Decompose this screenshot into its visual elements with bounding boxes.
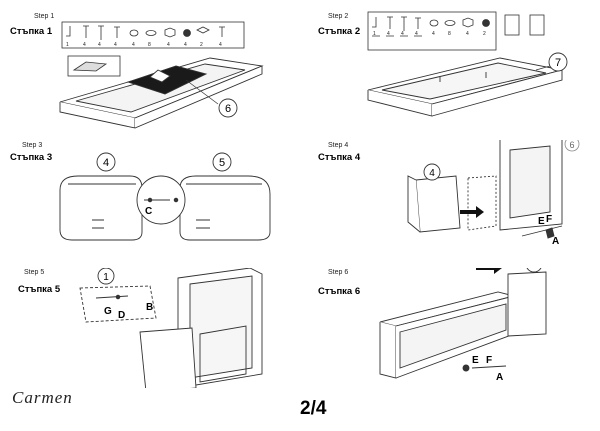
page-number: 2/4: [300, 398, 327, 419]
svg-text:4: 4: [219, 42, 222, 48]
svg-text:4: 4: [98, 42, 101, 48]
step-5-label-bg: Стъпка 5: [18, 284, 61, 295]
washer-icon: [429, 19, 439, 27]
svg-text:4: 4: [103, 157, 109, 169]
svg-text:4: 4: [132, 42, 135, 48]
step-2-label-bg: Стъпка 2: [318, 26, 361, 37]
bolt-icon: [83, 25, 89, 38]
corner-icon: [196, 26, 210, 34]
hex-key-icon: [372, 17, 377, 28]
callout-5: [526, 268, 542, 273]
bolt-icon: [387, 16, 393, 29]
callout-6: [218, 98, 238, 118]
step-5-label-en: Step 5: [24, 269, 45, 276]
callout-1: [97, 268, 115, 285]
step-1-drawing: 1 4 4 4 4 8 4 4 2 4: [59, 21, 264, 129]
svg-text:6: 6: [225, 103, 231, 115]
step-5-panel: Step 5 Стъпка 5 G D B 1: [0, 268, 300, 388]
step-2-label-en: Step 2: [328, 13, 349, 20]
step-4-panel: Step 4 Стъпка 4 F E A 4 6: [300, 140, 600, 268]
svg-text:A: A: [496, 372, 503, 383]
brand-logo: Carmen: [12, 388, 73, 407]
svg-text:F: F: [486, 355, 492, 366]
step-4-label-en: Step 4: [328, 142, 349, 149]
step-1-label-bg: Стъпка 1: [10, 26, 53, 37]
arrow-icon: [476, 268, 502, 274]
svg-text:6: 6: [569, 140, 574, 150]
step-3-label-en: Step 3: [22, 142, 43, 149]
step-2-drawing: 1 4 4 4 4 8 4 2 7: [367, 11, 568, 117]
svg-text:5: 5: [219, 157, 225, 169]
step-4-drawing: F E A 4 6: [407, 140, 580, 247]
svg-text:C: C: [145, 206, 152, 217]
svg-text:1: 1: [373, 31, 376, 37]
step-6-label-bg: Стъпка 6: [318, 286, 361, 297]
callout-5: [212, 152, 232, 172]
svg-text:D: D: [118, 310, 125, 321]
callout-4: [96, 152, 116, 172]
svg-text:B: B: [146, 302, 153, 313]
svg-text:2: 2: [200, 42, 203, 48]
callout-4: [423, 163, 441, 181]
hex-key-icon: [66, 26, 71, 37]
long-bolt-icon: [401, 16, 407, 31]
screw-icon: [415, 17, 421, 29]
svg-text:8: 8: [448, 31, 451, 37]
step-6-label-en: Step 6: [328, 269, 349, 276]
step-6-drawing: E F A 5: [379, 268, 547, 383]
step-3-drawing: C 4 5: [59, 152, 271, 241]
pin-icon: [219, 26, 225, 37]
svg-text:4: 4: [432, 31, 435, 37]
svg-text:4: 4: [387, 31, 390, 37]
nut-icon: [462, 17, 474, 28]
step-1-panel: Step 1 Стъпка 1 1 4 4 4: [0, 0, 300, 140]
svg-text:E: E: [538, 216, 545, 227]
cap-icon: [183, 29, 191, 37]
step-6-panel: Step 6 Стъпка 6 E F A 5: [300, 268, 600, 388]
svg-text:4: 4: [415, 31, 418, 37]
nut-icon: [164, 27, 176, 38]
step-3-label-bg: Стъпка 3: [10, 152, 53, 163]
flat-washer-icon: [145, 30, 157, 36]
svg-text:F: F: [546, 214, 552, 225]
step-3-panel: Step 3 Стъпка 3 C 4 5: [0, 140, 300, 268]
svg-text:E: E: [472, 355, 479, 366]
part-count: 1: [66, 42, 69, 48]
svg-text:2: 2: [483, 31, 486, 37]
screw-icon: [114, 26, 120, 38]
svg-text:1: 1: [103, 272, 109, 283]
step-2-panel: Step 2 Стъпка 2 1 4 4 4: [300, 0, 600, 140]
washer-icon: [129, 29, 139, 37]
svg-text:4: 4: [401, 31, 404, 37]
svg-text:4: 4: [466, 31, 469, 37]
arrow-icon: [460, 206, 484, 218]
callout-6: [564, 140, 580, 152]
flat-washer-icon: [444, 20, 456, 26]
svg-text:4: 4: [429, 168, 435, 179]
svg-text:8: 8: [148, 42, 151, 48]
svg-text:4: 4: [167, 42, 170, 48]
svg-text:4: 4: [83, 42, 86, 48]
callout-7: [548, 52, 568, 72]
svg-text:A: A: [552, 236, 559, 247]
step-5-drawing: G D B 1: [79, 268, 263, 388]
svg-text:4: 4: [184, 42, 187, 48]
cap-icon: [482, 19, 490, 27]
step-4-label-bg: Стъпка 4: [318, 152, 361, 163]
svg-text:G: G: [104, 306, 112, 317]
svg-text:5: 5: [531, 268, 537, 271]
step-1-label-en: Step 1: [34, 13, 55, 20]
svg-text:4: 4: [114, 42, 117, 48]
svg-text:7: 7: [555, 57, 561, 69]
long-bolt-icon: [98, 25, 104, 40]
